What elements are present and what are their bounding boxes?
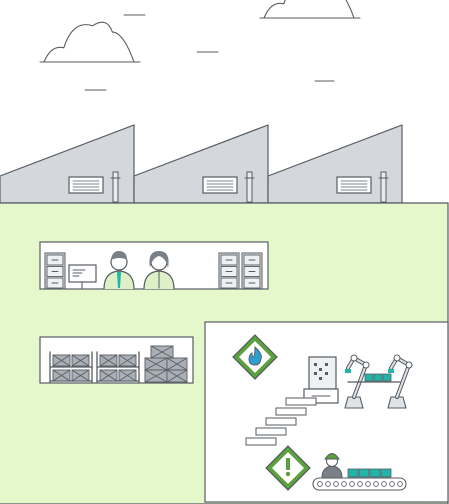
- office-room: [39, 241, 269, 290]
- product-box: [347, 468, 359, 478]
- fire-hazard-sign: [232, 334, 278, 380]
- conveyor-roller: [389, 481, 395, 487]
- staircase: [245, 397, 317, 446]
- stair-step: [255, 427, 287, 436]
- monitor-screen: [68, 264, 97, 283]
- sky: [39, 0, 361, 91]
- cloud: [259, 0, 361, 19]
- stair-step: [265, 417, 297, 426]
- robot-joint: [405, 361, 413, 369]
- vent: [336, 176, 372, 194]
- pipe: [246, 171, 253, 203]
- robot-gripper: [388, 369, 394, 373]
- product-box: [364, 373, 374, 382]
- robot-arm: [387, 354, 413, 409]
- control-led: [325, 372, 328, 375]
- warehouse-room: [39, 336, 194, 384]
- conveyor-roller: [317, 481, 323, 487]
- conveyor-roller: [381, 481, 387, 487]
- production-room: [204, 321, 449, 503]
- conveyor-roller: [365, 481, 371, 487]
- robot-joint: [393, 354, 401, 362]
- control-led: [319, 368, 322, 371]
- robot-base: [344, 396, 364, 409]
- exclamation-icon: [285, 458, 291, 477]
- conveyor-roller: [357, 481, 363, 487]
- robot-joint: [362, 361, 370, 369]
- robot-joint: [350, 354, 358, 362]
- warning-sign: [265, 445, 311, 491]
- stair-step: [275, 407, 307, 416]
- sawtooth-roof: [0, 124, 403, 204]
- roof-section-3: [267, 124, 403, 204]
- hair: [149, 251, 169, 268]
- box-stack: [144, 345, 188, 383]
- flame-icon: [248, 346, 262, 366]
- stair-step: [245, 437, 277, 446]
- hair: [111, 251, 127, 260]
- shelf-unit: [96, 351, 140, 383]
- control-led: [319, 377, 322, 380]
- shelf-unit: [49, 351, 93, 383]
- product-box: [358, 468, 370, 478]
- control-panel: [303, 356, 339, 404]
- vent: [202, 176, 238, 194]
- control-screen: [308, 356, 337, 390]
- robot-arm: [344, 354, 370, 409]
- cabinet: [44, 252, 66, 290]
- conveyor-roller: [333, 481, 339, 487]
- businessman-icon: [103, 251, 135, 290]
- cloud: [39, 21, 141, 63]
- conveyor-roller: [397, 481, 403, 487]
- conveyor-roller: [325, 481, 331, 487]
- tie: [117, 272, 121, 288]
- pipe: [380, 171, 387, 203]
- roof-section-1: [0, 124, 135, 204]
- pipe: [112, 171, 119, 203]
- control-led: [314, 372, 317, 375]
- conveyor-roller: [373, 481, 379, 487]
- cabinet: [241, 252, 263, 290]
- vent: [68, 176, 104, 194]
- worker-helmet: [324, 453, 340, 460]
- worker-icon: [321, 453, 343, 479]
- product-box: [380, 468, 392, 478]
- product-box: [382, 373, 392, 382]
- conveyor-roller: [341, 481, 347, 487]
- stair-step: [285, 397, 317, 406]
- businesswoman-icon: [143, 251, 175, 290]
- robot-gripper: [345, 369, 351, 373]
- conveyor-roller: [349, 481, 355, 487]
- roof-section-2: [133, 124, 269, 204]
- control-led: [325, 363, 328, 366]
- computer-monitor-icon: [68, 264, 97, 289]
- product-box: [369, 468, 381, 478]
- cabinet: [218, 252, 240, 290]
- control-led: [314, 363, 317, 366]
- robot-base: [387, 396, 407, 409]
- product-box: [373, 373, 383, 382]
